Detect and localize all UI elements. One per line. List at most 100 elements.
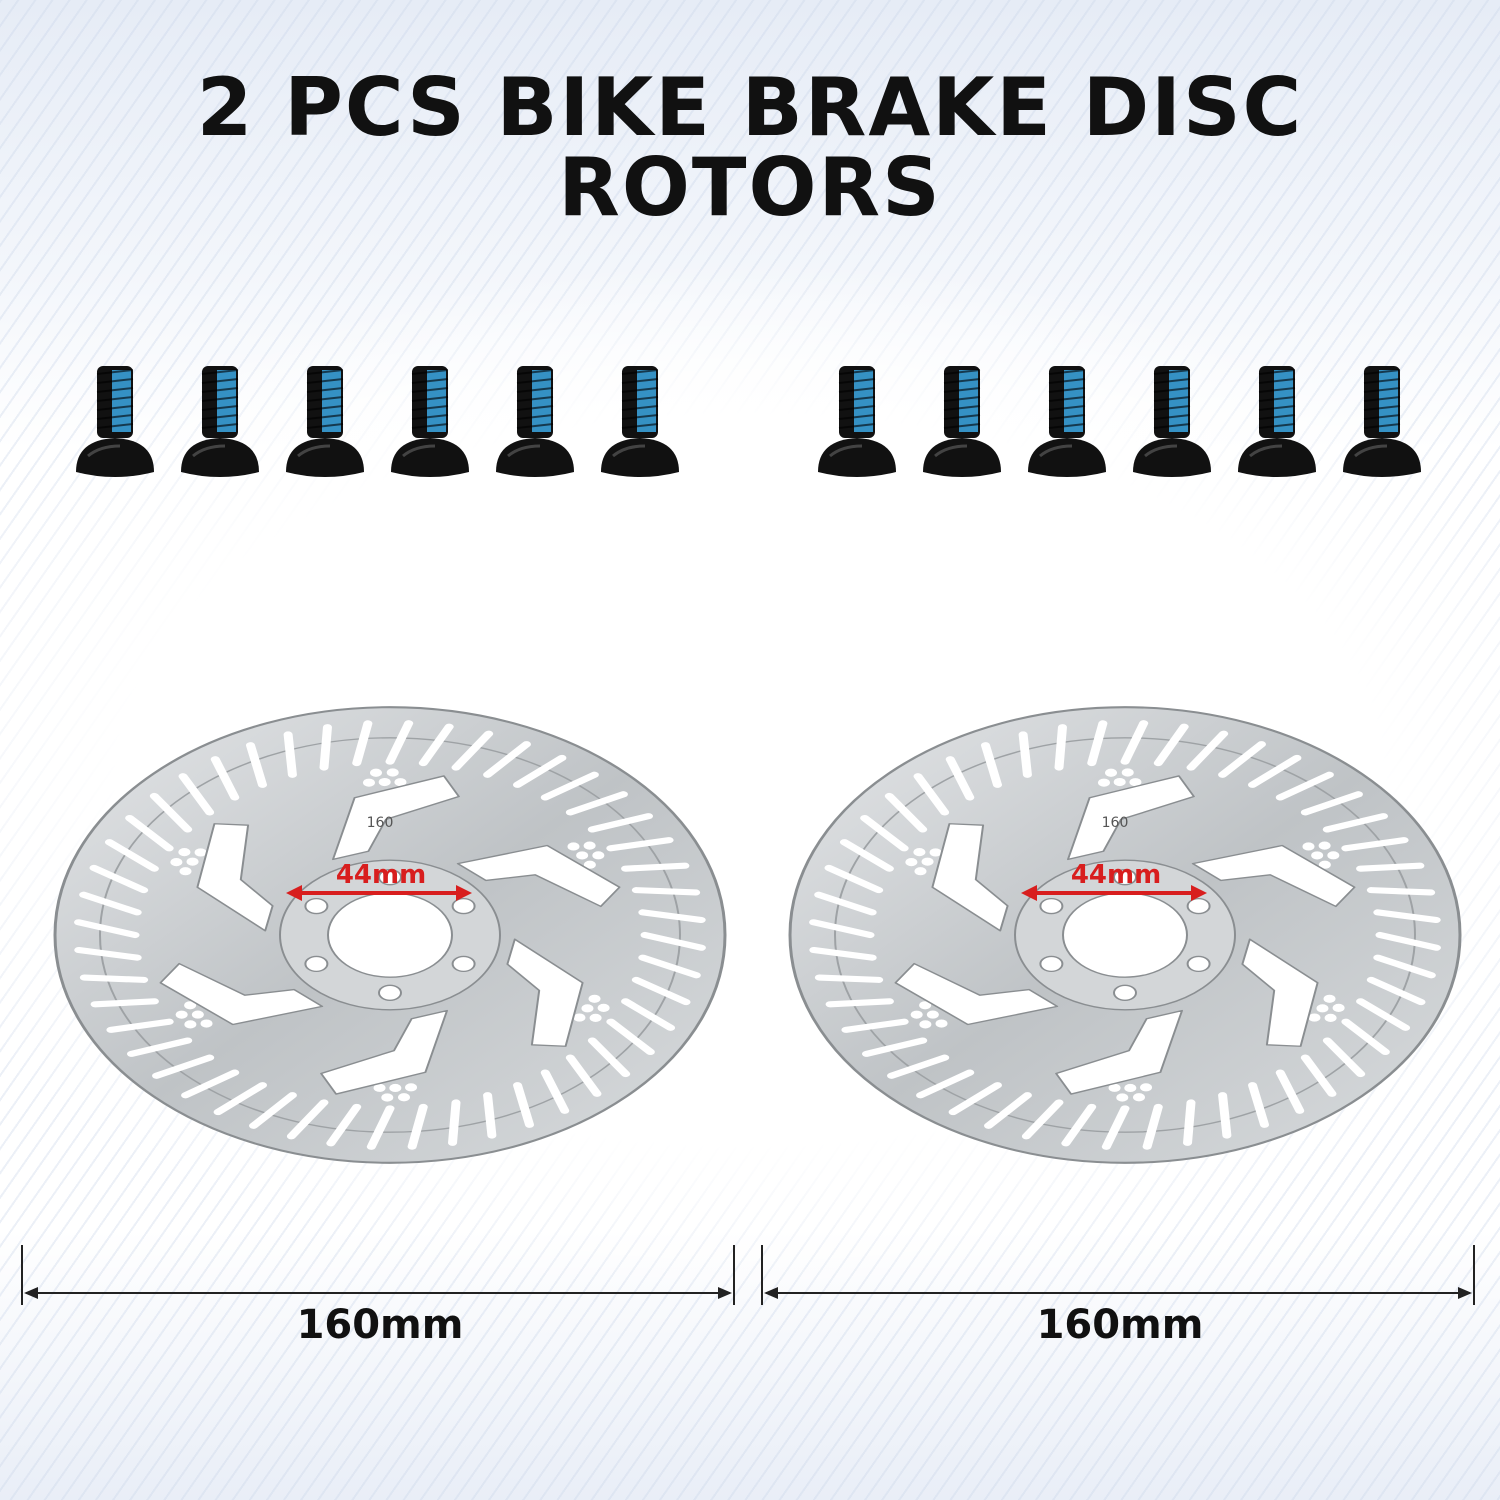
rotor-slot <box>1120 720 1149 765</box>
rotor-spoke-cutout <box>1067 775 1195 861</box>
rotor-spoke-cutout <box>1055 1009 1183 1095</box>
rotor-vent-hole <box>1121 768 1134 777</box>
rotor-vent-hole <box>583 841 596 850</box>
rotor-slot <box>809 919 875 939</box>
rotor-slot <box>74 946 142 961</box>
rotor-slot <box>1341 1018 1390 1055</box>
rotor-slot <box>565 1054 602 1097</box>
rotor-vent-hole <box>1129 778 1142 787</box>
rotor-slot <box>319 724 332 771</box>
rotor-slot <box>540 771 599 801</box>
rotor-slot <box>1087 720 1108 767</box>
rotor-slot <box>884 792 928 833</box>
rotor-vent-hole <box>370 768 383 777</box>
rotor-slot <box>980 742 1002 788</box>
rotor-slot <box>1275 771 1334 801</box>
rotor-slot <box>326 1103 362 1147</box>
screw-icon <box>1343 366 1421 477</box>
rotor-slot <box>621 862 690 872</box>
bolt-hole <box>1039 897 1064 915</box>
rotor-slot <box>587 813 653 833</box>
bolt-hole <box>451 897 476 915</box>
rotor-vent-hole <box>573 1013 586 1022</box>
rotor-vent-hole <box>381 1093 394 1102</box>
rotor-vent-hole <box>386 768 399 777</box>
rotor-vent-hole <box>178 848 191 857</box>
diameter-label: 160mm <box>296 1302 464 1348</box>
hub-hole <box>327 892 453 978</box>
rotor-vent-hole <box>1140 1083 1153 1092</box>
rotor-slot <box>839 839 894 872</box>
rotor-slot <box>127 1037 193 1057</box>
rotor-slot <box>887 1054 950 1079</box>
rotor-slot <box>106 1018 174 1033</box>
screw-icon <box>76 366 154 477</box>
bolt-hole <box>304 955 329 973</box>
rotor-slot <box>483 741 531 778</box>
bolt-hole <box>1039 955 1064 973</box>
bolt-hole <box>378 869 402 886</box>
rotor-slot <box>1356 998 1411 1031</box>
rotor-vent-hole <box>1108 1083 1121 1092</box>
rotor-vent-hole <box>1113 777 1126 787</box>
rotor-vent-hole <box>913 848 926 857</box>
rotor-slot <box>178 773 215 816</box>
rotor-vent-hole <box>905 858 918 867</box>
rotor-vent-hole <box>1132 1093 1145 1102</box>
screw-icon <box>923 366 1001 477</box>
screw-icon <box>1238 366 1316 477</box>
bolt-hole <box>1113 869 1137 886</box>
rotor-cutouts <box>74 720 706 1150</box>
rotor-slot <box>1275 1069 1305 1114</box>
bolt-hole <box>378 984 402 1001</box>
rotor-vent-hole <box>200 1019 213 1028</box>
rotor-slot <box>1373 954 1436 979</box>
rotor-vent-hole <box>1318 841 1331 850</box>
rotor-vent-hole <box>1116 1093 1129 1102</box>
rotor-vent-hole <box>589 1013 602 1022</box>
screw-icon <box>818 366 896 477</box>
rotor-slot <box>1153 723 1189 767</box>
diameter-dimension-left: 160mm <box>20 1245 740 1345</box>
headline: 2 PCS BIKE BRAKE DISC ROTORS <box>196 61 1304 234</box>
brake-rotor-left: 160 44mm <box>53 706 727 1164</box>
rotor-vent-hole <box>929 848 942 857</box>
bolt-holes <box>304 869 476 1001</box>
rotor-slot <box>606 1018 655 1055</box>
rotor-slot <box>451 730 494 771</box>
rotor-slot <box>841 1018 909 1033</box>
hub-dimension-arrow <box>286 885 472 901</box>
rotor-slot <box>1061 1103 1097 1147</box>
rotor-spoke-cutout <box>196 823 274 932</box>
rotor-slot <box>945 756 975 801</box>
rotor-slot <box>366 1105 395 1150</box>
rotor-spoke-cutout <box>506 938 584 1047</box>
rotor-slot <box>283 731 297 778</box>
rotor-slot <box>587 1037 631 1078</box>
rotor-slot <box>948 1082 1002 1116</box>
rotor-spoke-cutout <box>159 962 324 1026</box>
rotor-slot <box>860 815 909 852</box>
rotor-vent-hole <box>1332 1003 1345 1012</box>
rotor-spoke-cutouts <box>159 775 621 1095</box>
dimension-arrow <box>21 1245 735 1305</box>
rotor-vent-hole <box>194 848 207 857</box>
rotor-slot <box>104 839 159 872</box>
rotor-slot <box>149 792 193 833</box>
rotor-vent-hole <box>926 1010 939 1019</box>
rotor-slot <box>79 891 142 916</box>
rotor-vent-hole <box>1124 1083 1137 1093</box>
rotor-vent-hole <box>405 1083 418 1092</box>
bolt-hole <box>1186 897 1211 915</box>
rotor-slot <box>1218 741 1266 778</box>
screw-icon <box>601 366 679 477</box>
rotor-slot <box>1018 731 1032 778</box>
rotor-vent-hole <box>394 778 407 787</box>
rotor-slot <box>621 998 676 1031</box>
rotor-slot <box>1356 862 1425 872</box>
rotor-slot <box>210 756 240 801</box>
rotor-slot <box>245 742 267 788</box>
rotor-vent-hole <box>576 851 589 860</box>
rotor-slot <box>448 1099 461 1146</box>
rotor-vent-hole <box>184 1001 197 1010</box>
